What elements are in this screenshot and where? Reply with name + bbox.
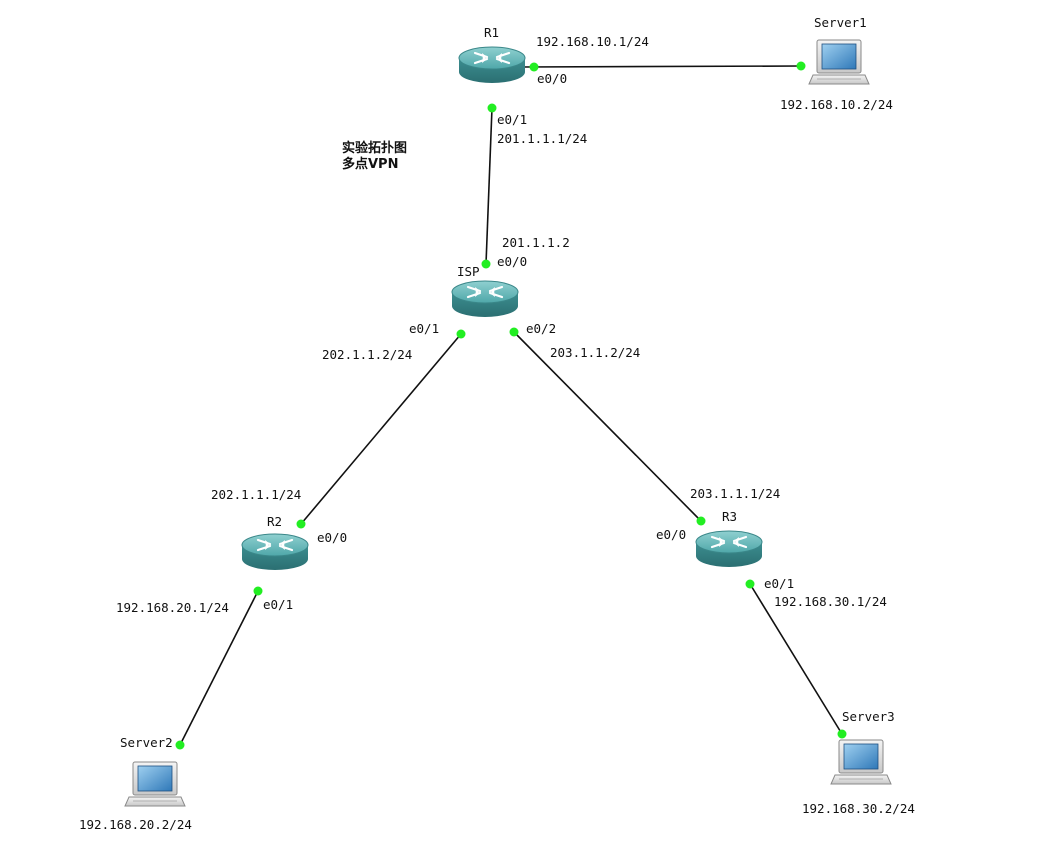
- link-r1-isp: [485, 107, 493, 265]
- r2-e01-ip: 192.168.20.1/24: [116, 600, 229, 615]
- isp-e00-port: e0/0: [497, 254, 527, 269]
- server3-icon[interactable]: [830, 739, 892, 785]
- isp-e01-port: e0/1: [409, 321, 439, 336]
- router-r3[interactable]: [694, 529, 764, 569]
- router-r1-label: R1: [484, 25, 499, 40]
- router-r3-label: R3: [722, 509, 737, 524]
- server1-ip: 192.168.10.2/24: [780, 97, 893, 112]
- server2-icon[interactable]: [124, 761, 186, 807]
- port-dot: [745, 579, 755, 589]
- link-isp-r3: [513, 331, 702, 522]
- r2-e01-port: e0/1: [263, 597, 293, 612]
- r3-e00-port: e0/0: [656, 527, 686, 542]
- port-dot: [509, 327, 519, 337]
- r3-e00-ip: 203.1.1.1/24: [690, 486, 780, 501]
- isp-e00-ip: 201.1.1.2: [502, 235, 570, 250]
- router-r1[interactable]: [457, 45, 527, 85]
- isp-e02-port: e0/2: [526, 321, 556, 336]
- r2-e00-port: e0/0: [317, 530, 347, 545]
- link-r1-server1: [519, 65, 802, 68]
- server2-ip: 192.168.20.2/24: [79, 817, 192, 832]
- router-r2[interactable]: [240, 532, 310, 572]
- port-dot: [175, 740, 185, 750]
- isp-e01-ip: 202.1.1.2/24: [322, 347, 412, 362]
- r1-e00-port: e0/0: [537, 71, 567, 86]
- port-dot: [529, 62, 539, 72]
- port-dot: [796, 61, 806, 71]
- router-isp[interactable]: [450, 279, 520, 319]
- note-subtitle: 多点VPN: [342, 156, 398, 172]
- port-dot: [481, 259, 491, 269]
- link-isp-r2: [300, 333, 462, 525]
- link-r2-server2: [179, 590, 259, 746]
- note-title: 实验拓扑图: [342, 140, 407, 156]
- link-r3-server3: [749, 583, 843, 735]
- r3-e01-ip: 192.168.30.1/24: [774, 594, 887, 609]
- r1-e01-port: e0/1: [497, 112, 527, 127]
- server1-icon[interactable]: [808, 39, 870, 85]
- router-isp-label: ISP: [457, 264, 480, 279]
- server2-label: Server2: [120, 735, 173, 750]
- isp-e02-ip: 203.1.1.2/24: [550, 345, 640, 360]
- port-dot: [456, 329, 466, 339]
- port-dot: [296, 519, 306, 529]
- server1-label: Server1: [814, 15, 867, 30]
- port-dot: [696, 516, 706, 526]
- r1-e01-ip: 201.1.1.1/24: [497, 131, 587, 146]
- r1-e00-ip: 192.168.10.1/24: [536, 34, 649, 49]
- port-dot: [253, 586, 263, 596]
- r3-e01-port: e0/1: [764, 576, 794, 591]
- port-dot: [837, 729, 847, 739]
- r2-e00-ip: 202.1.1.1/24: [211, 487, 301, 502]
- server3-ip: 192.168.30.2/24: [802, 801, 915, 816]
- server3-label: Server3: [842, 709, 895, 724]
- port-dot: [487, 103, 497, 113]
- router-r2-label: R2: [267, 514, 282, 529]
